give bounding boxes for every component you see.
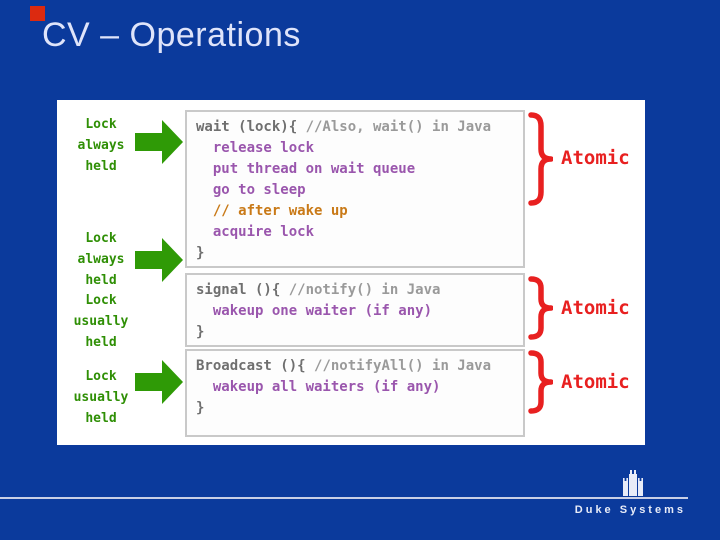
lock-label-line: always [77, 138, 125, 153]
code-block-broadcast: Broadcast (){ //notifyAll() in Java wake… [185, 349, 525, 437]
green-arrow-icon [135, 360, 183, 404]
lock-label-line: usually [73, 390, 129, 405]
brace-icon [528, 350, 553, 414]
atomic-label: Atomic [561, 371, 630, 393]
code-line: wakeup all waiters (if any) [196, 379, 441, 395]
code-line: Broadcast (){ //notifyAll() in Java [196, 358, 492, 374]
lock-label-line: usually [73, 314, 129, 329]
code-line: put thread on wait queue [196, 161, 416, 177]
green-arrow-icon [135, 120, 183, 164]
lock-label-line: held [85, 159, 117, 174]
code-line: wakeup one waiter (if any) [196, 303, 433, 319]
duke-chapel-logo-icon [623, 470, 643, 496]
lock-label-line: held [85, 335, 117, 350]
lock-label-line: Lock [85, 369, 117, 384]
lock-label-line: Lock [85, 117, 117, 132]
brace-icon [528, 276, 553, 340]
lock-label: Lock usually held [63, 366, 139, 429]
lock-label: Lock always held [63, 114, 139, 177]
code-line: } [196, 245, 205, 261]
lock-label: Lock usually held [63, 290, 139, 353]
code-line: } [196, 324, 205, 340]
lock-label-line: held [85, 411, 117, 426]
atomic-label: Atomic [561, 297, 630, 319]
page-title: CV – Operations [42, 16, 301, 54]
code-line: // after wake up [196, 203, 348, 219]
code-block-signal: signal (){ //notify() in Java wakeup one… [185, 273, 525, 347]
lock-label-line: always [77, 252, 125, 267]
code-line: wait (lock){ //Also, wait() in Java [196, 119, 492, 135]
code-line: signal (){ //notify() in Java [196, 282, 441, 298]
green-arrow-icon [135, 238, 183, 282]
lock-label-line: held [85, 273, 117, 288]
code-block-wait: wait (lock){ //Also, wait() in Java rele… [185, 110, 525, 268]
code-line: release lock [196, 140, 315, 156]
atomic-label: Atomic [561, 147, 630, 169]
code-line: acquire lock [196, 224, 315, 240]
code-line: } [196, 400, 205, 416]
code-line: go to sleep [196, 182, 306, 198]
lock-label-line: Lock [85, 231, 117, 246]
lock-label: Lock always held [63, 228, 139, 291]
lock-label-line: Lock [85, 293, 117, 308]
content-panel: Lock always held Lock always held Lock u… [57, 100, 645, 445]
brace-icon [528, 112, 553, 206]
accent-square [30, 6, 45, 21]
brand-text: Duke Systems [574, 504, 686, 516]
footer-divider [0, 497, 688, 499]
